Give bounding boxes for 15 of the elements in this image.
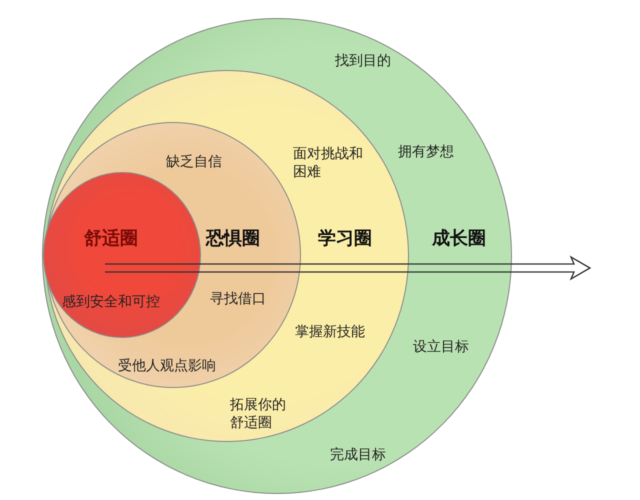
zone-note: 受他人观点影响	[118, 357, 216, 375]
zone-note: 拥有梦想	[398, 143, 454, 161]
zone-note: 掌握新技能	[295, 323, 365, 341]
zone-note: 面对挑战和困难	[293, 145, 364, 181]
zone-note: 寻找借口	[210, 290, 266, 308]
zone-title: 舒适圈	[84, 230, 138, 248]
zone-note: 感到安全和可控	[62, 293, 160, 311]
zone-note: 找到目的	[335, 52, 391, 70]
zone-note: 设立目标	[413, 338, 469, 356]
zone-note: 完成目标	[330, 446, 386, 464]
zone-title: 学习圈	[318, 230, 372, 248]
zone-note: 缺乏自信	[166, 153, 222, 171]
zone-note: 拓展你的舒适圈	[230, 396, 287, 432]
zone-title: 成长圈	[432, 230, 486, 248]
zone-title: 恐惧圈	[206, 230, 260, 248]
